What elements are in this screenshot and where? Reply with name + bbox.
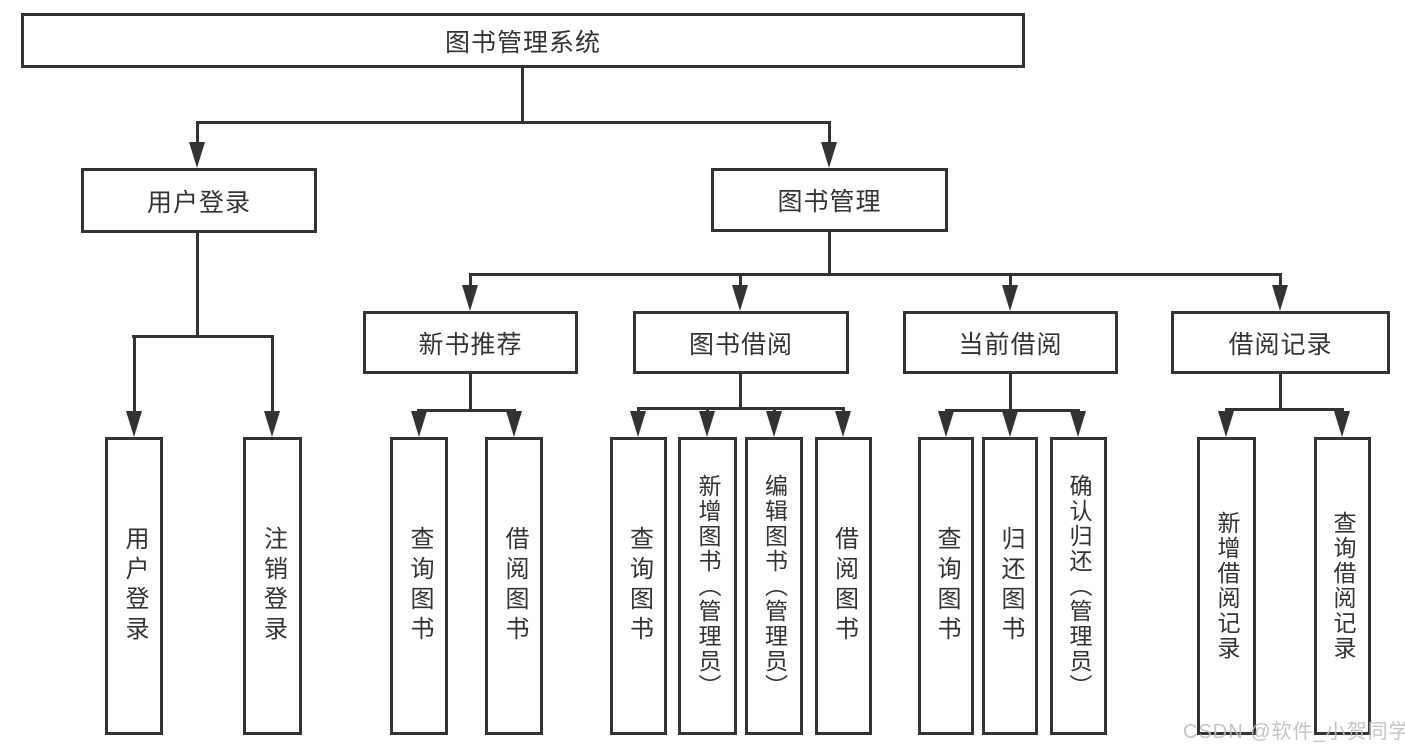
arrow-down-icon xyxy=(732,285,748,311)
arrow-down-icon xyxy=(630,411,646,437)
leaf-user-login: 用户登录 xyxy=(105,437,163,735)
arrow-down-icon xyxy=(189,142,205,168)
leaf-return-books: 归还图书 xyxy=(982,437,1038,735)
arrow-stem xyxy=(133,335,136,415)
leaf-query-books-current: 查询图书 xyxy=(918,437,974,735)
arrow-stem xyxy=(1279,273,1282,289)
connector-hline xyxy=(1225,408,1344,411)
arrow-down-icon xyxy=(766,411,782,437)
leaf-add-borrow-record: 新增借阅记录 xyxy=(1197,437,1256,735)
arrow-stem xyxy=(469,273,472,289)
arrow-down-icon xyxy=(1334,411,1350,437)
arrow-down-icon xyxy=(506,411,522,437)
node-current-borrowing: 当前借阅 xyxy=(903,311,1118,374)
arrow-down-icon xyxy=(938,411,954,437)
connector-vline xyxy=(469,373,472,411)
leaf-query-books-borrow: 查询图书 xyxy=(610,437,667,735)
connector-vline xyxy=(1009,373,1012,411)
arrow-down-icon xyxy=(126,411,142,437)
arrow-down-icon xyxy=(1272,285,1288,311)
connector-hline xyxy=(637,407,845,410)
csdn-watermark: CSDN @软件_小贺同学 xyxy=(1183,721,1405,743)
node-library-management-system: 图书管理系统 xyxy=(21,13,1025,68)
leaf-confirm-return-admin: 确认归还（管理员） xyxy=(1050,437,1107,735)
leaf-query-borrow-record: 查询借阅记录 xyxy=(1314,437,1371,735)
leaf-borrow-books-borrow: 借阅图书 xyxy=(815,437,872,735)
connector-vline xyxy=(1279,373,1282,410)
arrow-down-icon xyxy=(835,411,851,437)
node-book-borrowing: 图书借阅 xyxy=(633,311,849,374)
arrow-down-icon xyxy=(1070,411,1086,437)
connector-hline xyxy=(469,273,1281,276)
arrow-stem xyxy=(739,273,742,289)
arrow-down-icon xyxy=(462,285,478,311)
arrow-down-icon xyxy=(264,411,280,437)
leaf-edit-book-admin: 编辑图书（管理员） xyxy=(745,437,803,735)
node-user-login: 用户登录 xyxy=(81,168,317,233)
connector-vline xyxy=(739,373,742,409)
connector-vline xyxy=(196,231,199,337)
arrow-down-icon xyxy=(821,142,837,168)
connector-vline xyxy=(828,230,831,275)
leaf-borrow-books-newbook: 借阅图书 xyxy=(485,437,543,735)
leaf-add-book-admin: 新增图书（管理员） xyxy=(678,437,737,735)
node-new-book-recommendation: 新书推荐 xyxy=(363,311,578,374)
node-borrowing-records: 借阅记录 xyxy=(1171,311,1390,374)
arrow-stem xyxy=(271,335,274,415)
connector-hline xyxy=(417,409,516,412)
connector-vline xyxy=(521,66,524,123)
leaf-query-books-newbook: 查询图书 xyxy=(390,437,448,735)
arrow-down-icon xyxy=(1002,285,1018,311)
arrow-down-icon xyxy=(699,411,715,437)
connector-hline xyxy=(197,121,831,124)
node-book-management: 图书管理 xyxy=(711,168,948,232)
arrow-down-icon xyxy=(1002,411,1018,437)
arrow-stem xyxy=(828,121,831,146)
arrow-stem xyxy=(196,121,199,146)
arrow-down-icon xyxy=(1218,411,1234,437)
connector-hline xyxy=(945,409,1080,412)
connector-hline xyxy=(132,335,274,338)
leaf-logout: 注销登录 xyxy=(243,437,302,735)
arrow-stem xyxy=(1009,273,1012,289)
arrow-down-icon xyxy=(411,411,427,437)
